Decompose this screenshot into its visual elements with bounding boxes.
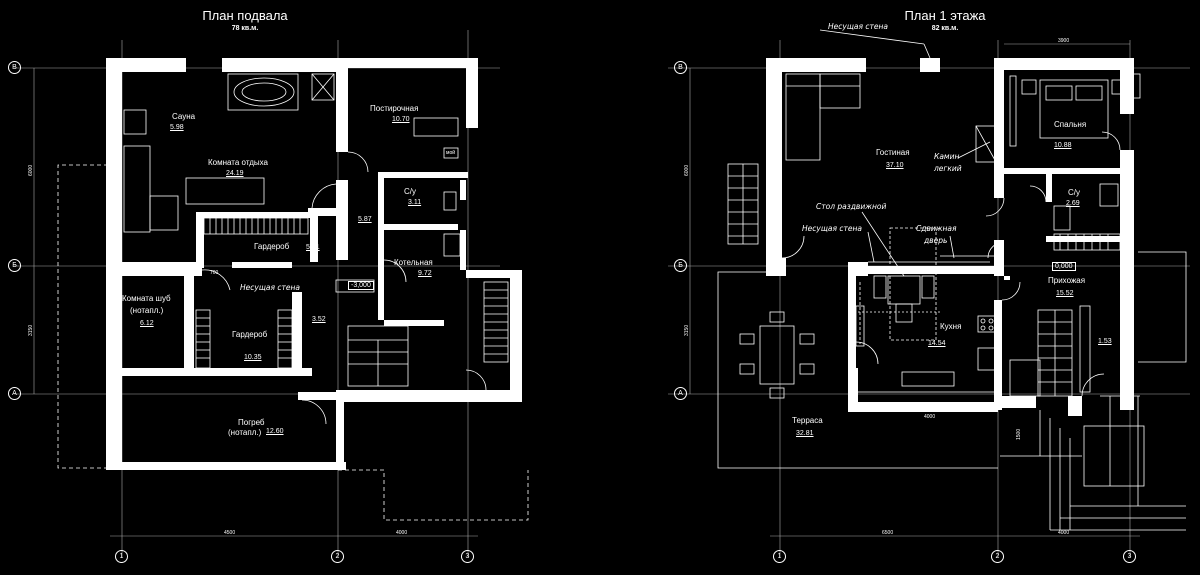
room-hall-area: 5.87 (358, 216, 372, 223)
right-dim-kitchen: 4000 (924, 414, 936, 420)
right-axis-row-b: Б (674, 259, 687, 272)
table-label: Стол раздвижной (816, 202, 887, 211)
right-plan-axes (668, 40, 1190, 558)
room-wc2-name: С/у (1068, 188, 1080, 197)
left-plan-walls (106, 58, 522, 470)
room-terrace-name: Терраса (792, 416, 823, 425)
room-furroom-area: 6.12 (140, 320, 154, 327)
room-lounge-name: Комната отдыха (208, 158, 268, 167)
left-plan-title: План подвала (202, 8, 288, 23)
room-sauna-area: 5.98 (170, 124, 184, 131)
right-axis-col-3: 3 (1123, 550, 1136, 563)
left-plan-axes (14, 30, 500, 558)
left-dim-left-bottom: 3150 (28, 324, 34, 336)
room-wardrobe2-area: 10.35 (244, 354, 262, 361)
left-level-mark: -3,000 (348, 281, 374, 290)
room-wc2-area: 2.69 (1066, 200, 1080, 207)
room-laundry-area: 10.70 (392, 116, 410, 123)
right-dim-left-top: 6000 (684, 164, 690, 176)
right-axis-col-1: 1 (773, 550, 786, 563)
left-axis-col-3: 3 (461, 550, 474, 563)
right-bearing-wall-top: Несущая стена (828, 22, 888, 31)
right-plan-fixtures (781, 29, 1141, 397)
right-plan-title: План 1 этажа (904, 8, 986, 23)
room-furroom-name2: (нотапл.) (130, 306, 164, 315)
left-dim-bottom-right: 4000 (396, 530, 408, 536)
left-axis-row-b: Б (8, 259, 21, 272)
right-dim-2500: 2500 (924, 270, 936, 276)
left-bearing-wall-label: Несущая стена (240, 283, 300, 292)
left-axis-row-v: В (8, 61, 21, 74)
right-axis-col-2: 2 (991, 550, 1004, 563)
right-bearing-wall-mid: Несущая стена (802, 224, 862, 233)
room-entry-area: 15.52 (1056, 290, 1074, 297)
room-lounge-area: 24.19 (226, 170, 244, 177)
room-cellar-name: Погреб (238, 418, 265, 427)
right-plan-terrace (717, 163, 1187, 531)
sliding-door-label-2: дверь (924, 236, 948, 245)
left-axis-col-1: 1 (115, 550, 128, 563)
room-wardrobe1-name: Гардероб (254, 242, 290, 251)
room-wardrobe2-name: Гардероб (232, 330, 268, 339)
room-boiler-name: Котельная (394, 258, 433, 267)
right-dim-1700: 1700 (876, 270, 888, 276)
right-plan-area: 82 кв.м. (931, 25, 959, 32)
room-wardrobe1-area: 5.31 (306, 244, 320, 251)
room-bedroom-area: 10.88 (1054, 142, 1072, 149)
room-wc-name: С/у (404, 187, 416, 196)
right-dim-bottom-left: 6500 (882, 530, 894, 536)
room-bedroom-name: Спальня (1054, 120, 1087, 129)
left-wall-width: 700 (210, 270, 219, 276)
room-corridor-area: 3.52 (312, 316, 326, 323)
left-plan-fixtures (123, 73, 509, 425)
room-vestibule-area: 1.53 (1098, 338, 1112, 345)
room-cellar-area: 12.60 (266, 428, 284, 435)
room-wc-area: 3.11 (408, 199, 422, 206)
right-dim-top: 3900 (1058, 38, 1070, 44)
room-sauna-name: Сауна (172, 112, 196, 121)
left-axis-row-a: А (8, 387, 21, 400)
right-plan-walls (766, 58, 1134, 416)
right-level-mark: 0,000 (1052, 262, 1076, 271)
room-cellar-name2: (нотапл.) (228, 428, 262, 437)
room-laundry-name: Постирочная (370, 104, 419, 113)
right-dim-bottom-right: 4000 (1058, 530, 1070, 536)
right-axis-row-a: А (674, 387, 687, 400)
room-kitchen-name: Кухня (940, 322, 962, 331)
fireplace-label-1: Камин (934, 152, 960, 161)
left-axis-col-2: 2 (331, 550, 344, 563)
room-boiler-area: 9.72 (418, 270, 432, 277)
left-dim-bottom-left: 4500 (224, 530, 236, 536)
right-dim-left-bottom: 3150 (684, 324, 690, 336)
room-entry-name: Прихожая (1048, 276, 1086, 285)
sliding-door-label-1: Сдвижная (916, 224, 957, 233)
left-plan-area: 78 кв.м. (231, 25, 259, 32)
room-living-name: Гостиная (876, 148, 910, 157)
right-axis-row-v: В (674, 61, 687, 74)
fireplace-label-2: легкий (934, 164, 962, 173)
room-furroom-name: Комната шуб (122, 294, 171, 303)
right-dim-terrace-side: 1500 (1016, 428, 1022, 440)
room-living-area: 37.10 (886, 162, 904, 169)
left-sink-label: мой (446, 150, 456, 156)
room-kitchen-area: 14.54 (928, 340, 946, 347)
left-plan-dashed-ground (57, 164, 529, 521)
room-terrace-area: 32.81 (796, 430, 814, 437)
left-dim-left-top: 6000 (28, 164, 34, 176)
